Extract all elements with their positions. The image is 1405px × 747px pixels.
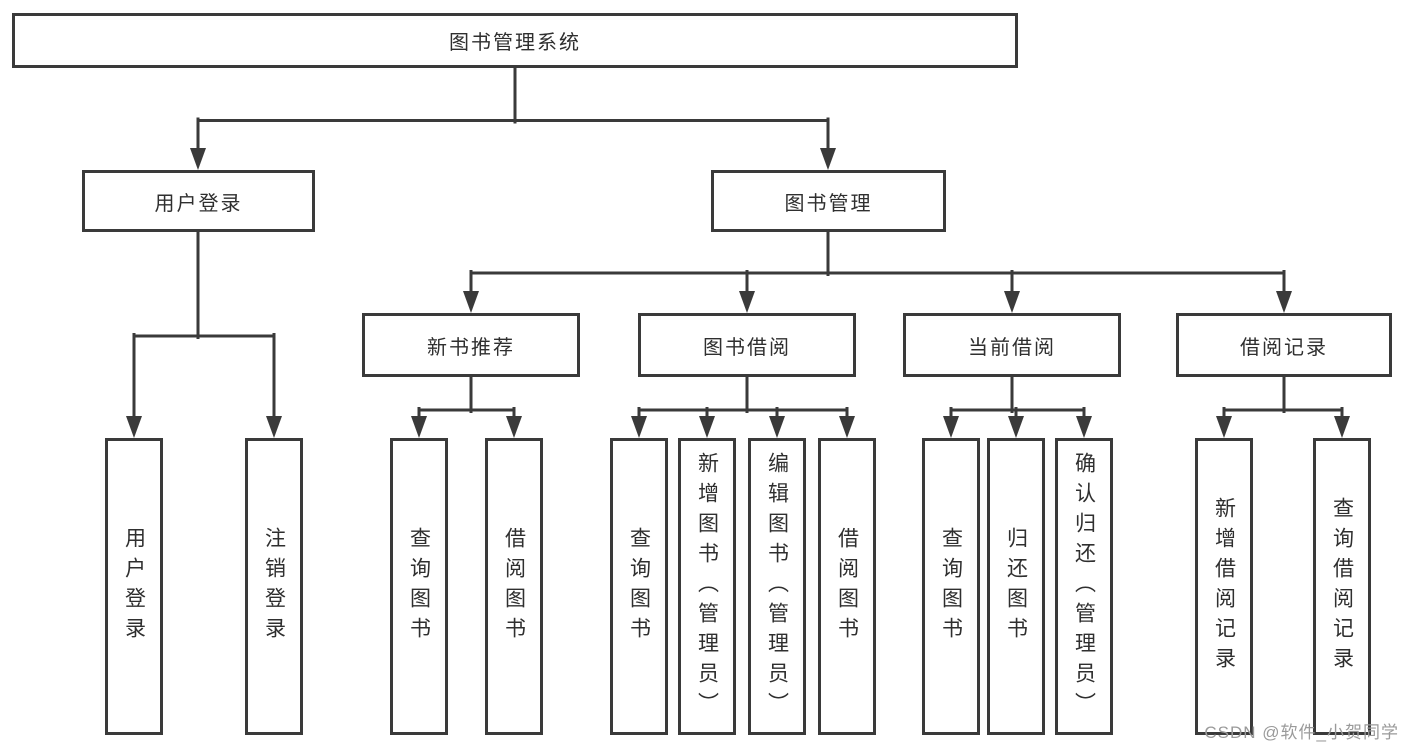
- arrowhead-down-icon: [943, 416, 959, 438]
- connector-path: [132, 66, 1344, 422]
- node-leaf-query-borrow-record: 查询借阅记录: [1313, 438, 1371, 735]
- arrowhead-down-icon: [1334, 416, 1350, 438]
- node-leaf-query-books-current: 查询图书: [922, 438, 980, 735]
- node-user-login-module: 用户登录: [82, 170, 315, 232]
- arrowhead-down-icon: [1076, 416, 1092, 438]
- node-leaf-logout: 注销登录: [245, 438, 303, 735]
- node-new-book-recommend: 新书推荐: [362, 313, 580, 377]
- node-root-title: 图书管理系统: [12, 13, 1018, 68]
- csdn-watermark: CSDN @软件_小贺同学: [1204, 723, 1399, 742]
- arrowhead-down-icon: [411, 416, 427, 438]
- arrowhead-down-icon: [126, 416, 142, 438]
- arrowhead-down-icon: [1216, 416, 1232, 438]
- node-leaf-edit-books-admin: 编辑图书（管理员）: [748, 438, 806, 735]
- node-leaf-borrow-books: 借阅图书: [818, 438, 876, 735]
- node-book-management-module: 图书管理: [711, 170, 946, 232]
- node-leaf-borrow-books-recommend: 借阅图书: [485, 438, 543, 735]
- node-borrowing-records: 借阅记录: [1176, 313, 1392, 377]
- arrowhead-down-icon: [699, 416, 715, 438]
- arrowhead-down-icon: [1276, 291, 1292, 313]
- node-leaf-user-login: 用户登录: [105, 438, 163, 735]
- node-leaf-query-books-recommend: 查询图书: [390, 438, 448, 735]
- node-leaf-add-borrow-record: 新增借阅记录: [1195, 438, 1253, 735]
- arrowheads: [126, 148, 1350, 438]
- arrowhead-down-icon: [839, 416, 855, 438]
- arrowhead-down-icon: [1008, 416, 1024, 438]
- node-book-borrowing: 图书借阅: [638, 313, 856, 377]
- node-current-borrowing: 当前借阅: [903, 313, 1121, 377]
- arrowhead-down-icon: [820, 148, 836, 170]
- arrowhead-down-icon: [631, 416, 647, 438]
- arrowhead-down-icon: [739, 291, 755, 313]
- arrowhead-down-icon: [266, 416, 282, 438]
- node-leaf-add-books-admin: 新增图书（管理员）: [678, 438, 736, 735]
- node-leaf-query-books-borrow: 查询图书: [610, 438, 668, 735]
- arrowhead-down-icon: [463, 291, 479, 313]
- arrowhead-down-icon: [506, 416, 522, 438]
- arrowhead-down-icon: [190, 148, 206, 170]
- node-leaf-return-books: 归还图书: [987, 438, 1045, 735]
- node-leaf-confirm-return-admin: 确认归还（管理员）: [1055, 438, 1113, 735]
- arrowhead-down-icon: [769, 416, 785, 438]
- arrowhead-down-icon: [1004, 291, 1020, 313]
